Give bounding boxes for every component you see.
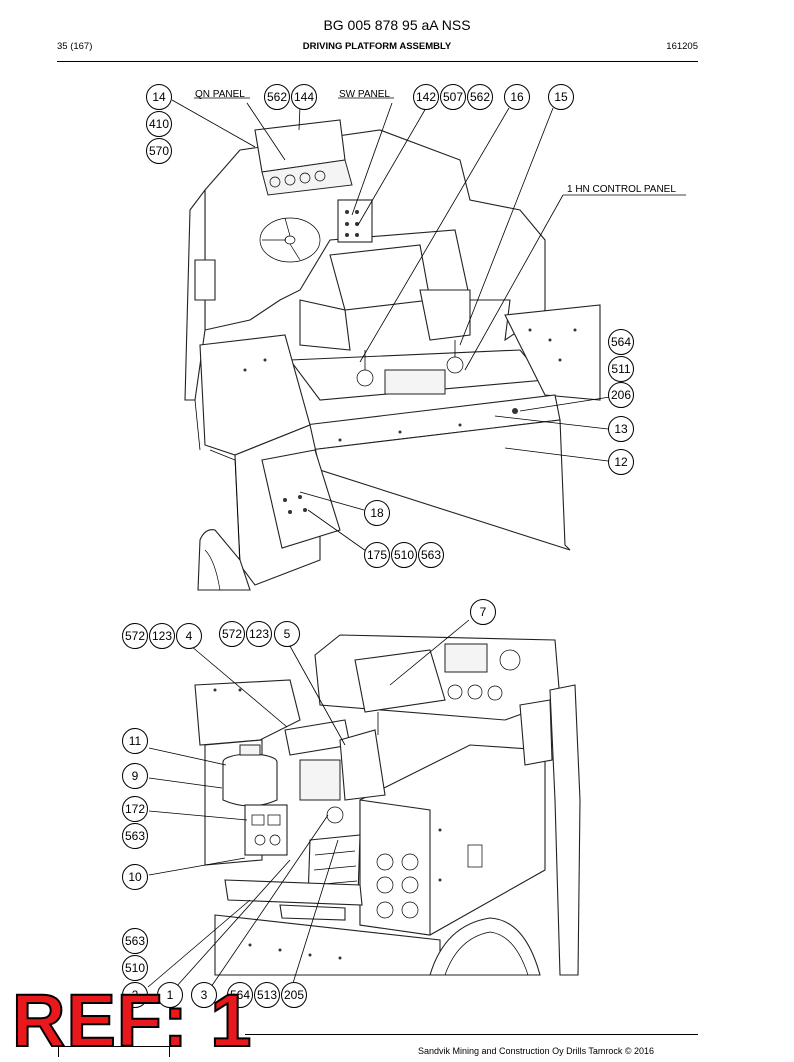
callout-570: 570	[146, 138, 172, 164]
svg-text:5: 5	[284, 627, 291, 641]
svg-text:564: 564	[230, 988, 250, 1002]
callout-10: 10	[122, 864, 148, 890]
svg-text:3: 3	[201, 988, 208, 1002]
callout-563: 563	[122, 928, 148, 954]
svg-text:172: 172	[125, 802, 145, 816]
callout-510: 510	[391, 542, 417, 568]
svg-text:511: 511	[611, 362, 630, 376]
callout-3: 3	[191, 982, 217, 1008]
svg-text:9: 9	[132, 769, 139, 783]
svg-text:572: 572	[222, 627, 242, 641]
svg-text:563: 563	[125, 934, 145, 948]
callout-562: 562	[264, 84, 290, 110]
svg-text:144: 144	[294, 90, 314, 104]
callout-507: 507	[440, 84, 466, 110]
svg-text:513: 513	[257, 988, 277, 1002]
svg-text:18: 18	[370, 506, 384, 520]
callout-7: 7	[470, 599, 496, 625]
svg-text:562: 562	[267, 90, 287, 104]
callout-511: 511	[608, 356, 634, 382]
sandvik-logo	[58, 1046, 170, 1057]
svg-text:205: 205	[284, 988, 304, 1002]
callout-18: 18	[364, 500, 390, 526]
svg-text:206: 206	[611, 388, 631, 402]
hn-control-panel-label: 1 HN CONTROL PANEL	[567, 184, 676, 195]
svg-text:507: 507	[443, 90, 463, 104]
callout-12: 12	[608, 449, 634, 475]
callout-16: 16	[504, 84, 530, 110]
svg-text:15: 15	[554, 90, 568, 104]
svg-text:410: 410	[149, 117, 169, 131]
footer-rule	[245, 1034, 698, 1035]
svg-text:14: 14	[152, 90, 166, 104]
svg-text:510: 510	[394, 548, 414, 562]
svg-text:11: 11	[129, 734, 142, 748]
svg-text:572: 572	[125, 629, 145, 643]
callout-123: 123	[246, 621, 272, 647]
svg-text:562: 562	[470, 90, 490, 104]
svg-text:2: 2	[132, 988, 139, 1002]
svg-text:123: 123	[152, 629, 172, 643]
callout-510: 510	[122, 955, 148, 981]
callout-563: 563	[418, 542, 444, 568]
date-code: 161205	[666, 41, 698, 52]
svg-text:13: 13	[614, 422, 628, 436]
callout-15: 15	[548, 84, 574, 110]
callout-2: 2	[122, 982, 148, 1008]
callout-564: 564	[227, 982, 253, 1008]
callout-5: 5	[274, 621, 300, 647]
bottom-assembly-drawing	[147, 619, 581, 988]
callout-572: 572	[219, 621, 245, 647]
callout-175: 175	[364, 542, 390, 568]
section-title: DRIVING PLATFORM ASSEMBLY	[302, 41, 452, 52]
callout-123: 123	[149, 623, 175, 649]
footer-copyright: Sandvik Mining and Construction Oy Drill…	[418, 1046, 655, 1056]
callout-13: 13	[608, 416, 634, 442]
svg-text:123: 123	[249, 627, 269, 641]
callout-206: 206	[608, 382, 634, 408]
svg-text:12: 12	[614, 455, 628, 469]
svg-text:10: 10	[128, 870, 142, 884]
qn-panel-label: QN PANEL	[195, 89, 245, 100]
callout-563: 563	[122, 823, 148, 849]
callout-562: 562	[467, 84, 493, 110]
callout-572: 572	[122, 623, 148, 649]
svg-text:4: 4	[186, 629, 193, 643]
svg-text:570: 570	[149, 144, 169, 158]
callout-410: 410	[146, 111, 172, 137]
callout-142: 142	[413, 84, 439, 110]
callout-14: 14	[146, 84, 172, 110]
svg-text:563: 563	[421, 548, 441, 562]
svg-text:142: 142	[416, 90, 436, 104]
callout-1: 1	[157, 982, 183, 1008]
svg-text:16: 16	[510, 90, 524, 104]
svg-text:7: 7	[480, 605, 487, 619]
callout-513: 513	[254, 982, 280, 1008]
header-rule	[57, 61, 698, 62]
callout-564: 564	[608, 329, 634, 355]
callout-9: 9	[122, 763, 148, 789]
svg-text:563: 563	[125, 829, 145, 843]
page-number: 35 (167)	[57, 41, 93, 52]
top-assembly-drawing	[171, 97, 686, 591]
callout-11: 11	[122, 728, 148, 754]
sw-panel-label: SW PANEL	[339, 89, 390, 100]
svg-text:510: 510	[125, 961, 145, 975]
callout-172: 172	[122, 796, 148, 822]
document-title: BG 005 878 95 aA NSS	[323, 17, 471, 33]
callout-144: 144	[291, 84, 317, 110]
svg-text:1: 1	[167, 988, 174, 1002]
svg-text:564: 564	[611, 335, 631, 349]
callout-205: 205	[281, 982, 307, 1008]
svg-text:175: 175	[367, 548, 387, 562]
ref-badge: REF: 1	[11, 979, 253, 1062]
callout-4: 4	[176, 623, 202, 649]
